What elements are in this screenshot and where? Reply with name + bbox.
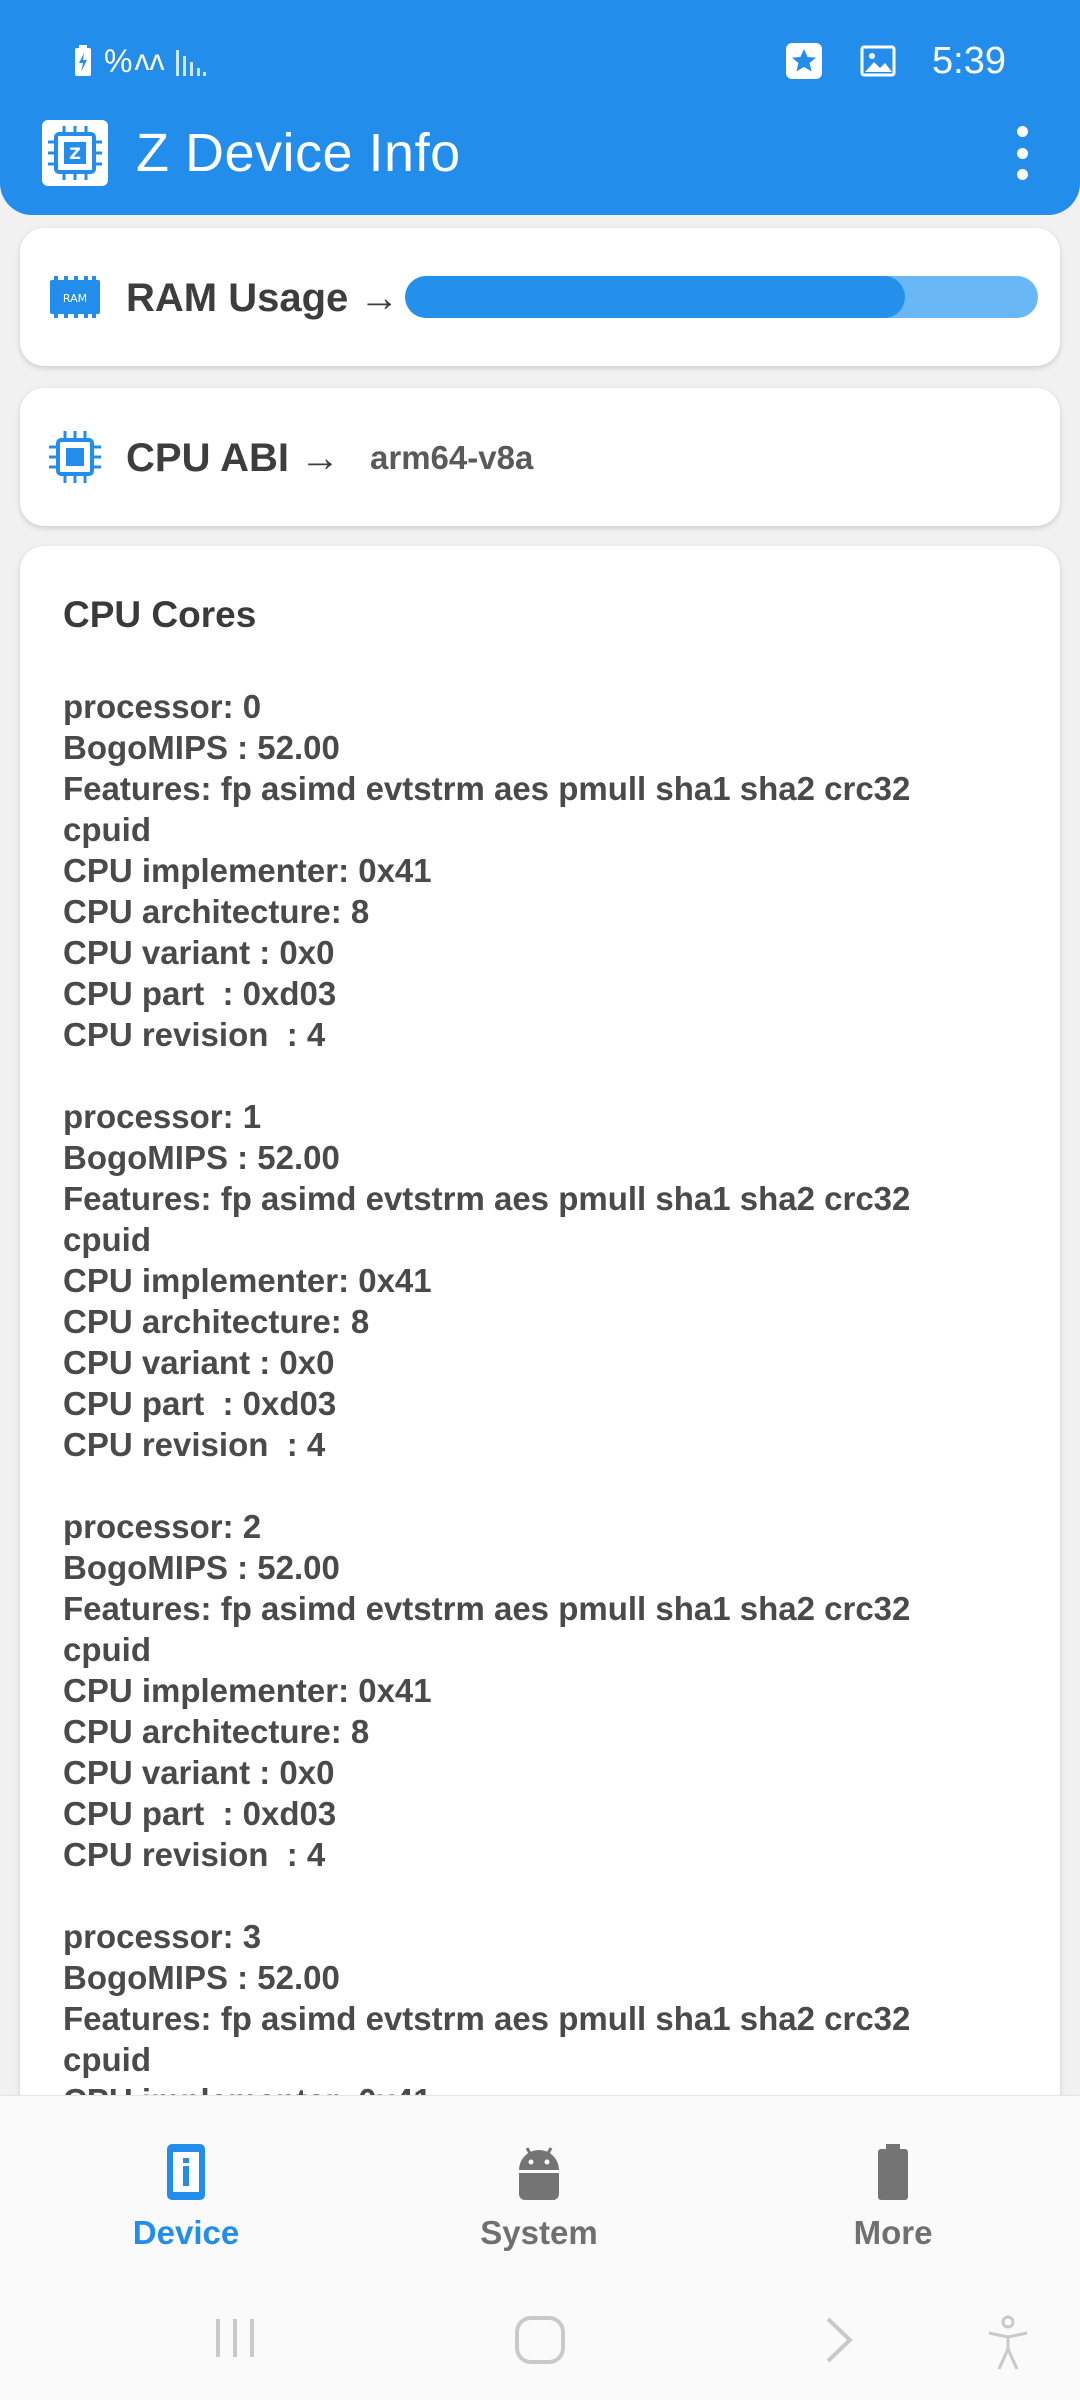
nav-label-more: More: [853, 2214, 933, 2251]
battery-icon: [878, 2144, 908, 2200]
ram-usage-card[interactable]: RAM RAM Usage →: [20, 228, 1060, 366]
processor-info-line: processor: 3: [63, 1918, 262, 1955]
overflow-menu-icon[interactable]: [1004, 118, 1040, 188]
processor-info-line: CPU implementer: 0x41: [63, 1262, 432, 1299]
status-icons-left: % ʌʌ: [72, 38, 208, 84]
toolbar: Z Z Device Info: [0, 112, 1080, 194]
ram-usage-progress-bar: [405, 276, 1038, 318]
ram-usage-label: RAM Usage →: [126, 276, 400, 320]
processor-info-line: CPU revision : 4: [63, 1016, 326, 1053]
processor-info-line: CPU part : 0xd03: [63, 1385, 337, 1422]
ram-icon: RAM: [50, 276, 100, 318]
signal-bars-icon: [176, 50, 207, 76]
processor-info-line: Features: fp asimd evtstrm aes pmull sha…: [63, 1590, 911, 1627]
processor-info-line: BogoMIPS : 52.00: [63, 729, 340, 766]
percent-icon: %: [104, 42, 133, 79]
gallery-icon: [860, 45, 896, 77]
back-icon[interactable]: [822, 2315, 856, 2365]
processor-info-line: CPU variant : 0x0: [63, 934, 335, 971]
processor-info-line: Features: fp asimd evtstrm aes pmull sha…: [63, 2000, 911, 2037]
processor-info-line: CPU architecture: 8: [63, 1303, 370, 1340]
app-title: Z Device Info: [136, 123, 461, 183]
processor-info-line: CPU part : 0xd03: [63, 975, 337, 1012]
processor-info-line: cpuid: [63, 1631, 151, 1668]
processor-info-line: CPU part : 0xd03: [63, 1795, 337, 1832]
processor-info-line: CPU revision : 4: [63, 1836, 326, 1873]
processor-info-line: CPU implementer: 0x41: [63, 852, 432, 889]
activity-icon: ʌʌ: [134, 44, 165, 77]
recents-icon[interactable]: [210, 2315, 260, 2361]
app-logo-icon: Z: [42, 120, 108, 186]
nav-item-system[interactable]: System: [439, 2132, 639, 2252]
cpu-abi-card[interactable]: CPU ABI → arm64-v8a: [20, 388, 1060, 526]
processor-info-line: cpuid: [63, 811, 151, 848]
processor-info-line: CPU variant : 0x0: [63, 1754, 335, 1791]
status-icons-right: 5:39: [784, 30, 1006, 92]
accessibility-icon[interactable]: [985, 2315, 1031, 2371]
processor-info-line: BogoMIPS : 52.00: [63, 1549, 340, 1586]
processor-info-line: CPU revision : 4: [63, 1426, 326, 1463]
processor-info-line: Features: fp asimd evtstrm aes pmull sha…: [63, 770, 911, 807]
star-badge-icon: [786, 43, 823, 79]
clock: 5:39: [932, 39, 1006, 82]
cpu-abi-label: CPU ABI →: [126, 436, 341, 480]
ram-icon-text: RAM: [63, 292, 87, 305]
nav-label-system: System: [480, 2214, 598, 2251]
status-bar: % ʌʌ 5:39: [0, 30, 1080, 92]
cpu-cores-title: CPU Cores: [63, 594, 257, 635]
home-icon[interactable]: [514, 2315, 566, 2365]
processor-info-line: CPU implementer: 0x41: [63, 1672, 432, 1709]
cpu-abi-value: arm64-v8a: [370, 439, 534, 476]
app-bar: % ʌʌ 5:39: [0, 0, 1080, 215]
svg-text:Z: Z: [69, 144, 81, 163]
battery-charging-icon: [75, 45, 91, 76]
cpu-chip-icon: [49, 431, 101, 483]
nav-item-device[interactable]: Device: [86, 2132, 286, 2252]
processor-info-line: CPU architecture: 8: [63, 1713, 370, 1750]
nav-label-device: Device: [132, 2214, 240, 2251]
processor-info-line: Features: fp asimd evtstrm aes pmull sha…: [63, 1180, 911, 1217]
processor-info-line: processor: 2: [63, 1508, 262, 1545]
bottom-navigation: Device System More: [0, 2095, 1080, 2275]
android-icon: [519, 2147, 559, 2200]
processor-info-line: processor: 0: [63, 688, 262, 725]
processor-info-line: CPU architecture: 8: [63, 893, 370, 930]
ram-usage-progress-fill: [405, 276, 906, 318]
processor-info-line: cpuid: [63, 2041, 151, 2078]
processor-info-line: CPU variant : 0x0: [63, 1344, 335, 1381]
processor-info-line: processor: 1: [63, 1098, 262, 1135]
processor-info-line: BogoMIPS : 52.00: [63, 1959, 340, 1996]
nav-item-more[interactable]: More: [793, 2132, 993, 2252]
processor-info-line: cpuid: [63, 1221, 151, 1258]
device-info-icon: [167, 2144, 205, 2200]
system-navigation-bar: [0, 2275, 1080, 2400]
processor-info-line: BogoMIPS : 52.00: [63, 1139, 340, 1176]
